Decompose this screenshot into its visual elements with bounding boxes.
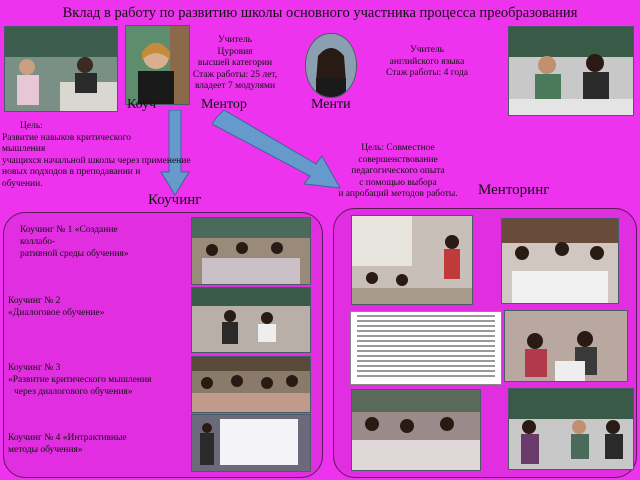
mentoring-photo-2 (501, 218, 619, 304)
coaching-goal-line: обучении. (2, 178, 43, 189)
mentoring-goal-line: совершенствование (358, 154, 438, 165)
mentoring-photo-5 (508, 388, 634, 470)
coaching-goal-line: Развитие навыков критического (2, 132, 131, 143)
arrow-down-icon (160, 110, 190, 196)
coaching-goal-line: Цель: (20, 121, 43, 131)
section-coaching: Коучинг (148, 192, 202, 208)
document-image (350, 311, 502, 385)
role-mentee: Менти (311, 97, 351, 112)
mentoring-photo-1 (351, 215, 473, 305)
coach-photo (4, 26, 118, 112)
coaching-2-line: Коучинг № 2 (8, 296, 61, 306)
mentee-info-line: Стаж работы: 4 года (386, 68, 468, 78)
coaching-2-line: «Диалоговое обучение» (8, 308, 105, 318)
role-coach: Коуч (127, 97, 157, 112)
mentee-info-line: английского языка (389, 56, 465, 67)
coaching-photo-3 (191, 356, 311, 413)
coaching-3-line: Коучинг № 3 (8, 363, 61, 373)
coaching-goal-line: мышления (2, 144, 46, 154)
mentor-photo (125, 25, 190, 105)
coaching-1-line: коллабо- (20, 237, 56, 247)
mentee-photo (305, 33, 357, 98)
arrow-diagonal-icon (212, 110, 342, 190)
mentor-info-line: Стаж работы: 25 лет, (192, 69, 278, 80)
mentor-info-line: высшей категории (197, 58, 273, 68)
coaching-photo-4 (191, 414, 311, 472)
mentee-info-line: Учитель (409, 45, 445, 55)
role-mentor: Ментор (201, 97, 247, 112)
coaching-photo-1 (191, 217, 311, 285)
coaching-3-line: через диалогового обучения» (14, 387, 133, 397)
coaching-4-line: Коучинг № 4 «Интрактивные (8, 433, 127, 443)
mentor-info-line: Цуровия (217, 46, 253, 57)
mentoring-goal-line: и апробаций методов работы. (338, 189, 458, 199)
coaching-3-line: «Развитие критического мышления (8, 375, 152, 385)
mentoring-goal-line: педагогического опыта (351, 166, 445, 176)
coaching-1-line: Коучинг № 1 «Создание (20, 225, 118, 235)
section-mentoring: Менторинг (478, 182, 550, 198)
page-title: Вклад в работу по развитию школы основно… (62, 5, 578, 21)
mentoring-photo-4 (351, 389, 481, 471)
mentor-info-line: Учитель (217, 35, 253, 45)
coaching-4-line: методы обучения» (8, 445, 83, 455)
mentor-info-line: владеет 7 модулями (194, 81, 276, 91)
coaching-1-line: ративной среды обучения» (20, 249, 129, 259)
coaching-photo-2 (191, 287, 311, 353)
mentoring-goal-line: Цель: Совместное (361, 143, 435, 153)
mentoring-photo-top (508, 26, 634, 116)
mentoring-photo-3 (504, 310, 628, 382)
mentoring-goal-line: с помощью выбора (359, 177, 437, 188)
coaching-goal-line: новых подходов в преподавании и (2, 167, 141, 177)
coaching-goal-line: учащихся начальной школы через применени… (2, 155, 191, 166)
